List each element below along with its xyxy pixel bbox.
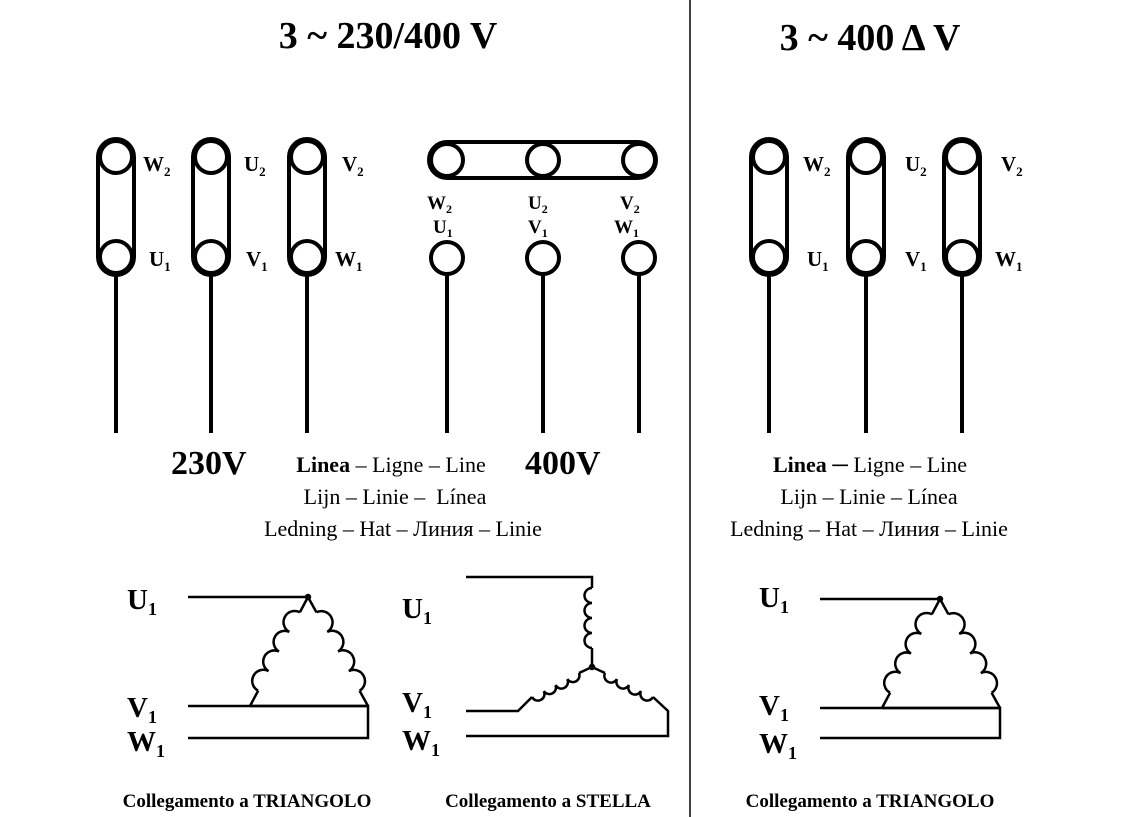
- terminal-u1-400: [429, 240, 465, 276]
- delta-u1-label: U1: [127, 584, 157, 619]
- junction-dot: [304, 593, 312, 601]
- terminal-u2-400: [525, 142, 561, 178]
- delta-lead: [358, 690, 370, 707]
- delta-schematic-labels-right: U1 V1 W1: [759, 582, 797, 763]
- wire-v1-w1: [188, 704, 370, 740]
- delta-schematic-labels-left: U1 V1 W1: [127, 584, 165, 761]
- label-u2-star: U2: [528, 193, 548, 216]
- terminal-v1-400: [525, 240, 561, 276]
- winding-coil-left: [883, 611, 933, 694]
- caption-star: Collegamento a STELLA: [445, 791, 651, 812]
- winding-coil-v: [530, 672, 581, 702]
- line-label-row2-right: Lijn – Linie – Línea: [780, 484, 957, 509]
- label-v1: V1: [246, 247, 268, 274]
- voltage-400v: 400V: [525, 445, 601, 482]
- wire-w1: [466, 696, 670, 738]
- right-panel-title: 3 ~ 400 Δ V: [780, 17, 961, 59]
- label-w1-star: W1: [614, 217, 639, 240]
- line-label-row1-left: Linea – Ligne – Line: [296, 452, 485, 477]
- line-label-row1-right: Linea ─ Ligne – Line: [773, 452, 967, 477]
- terminal-u2-230: [193, 139, 229, 175]
- wire-v1-w1: [820, 706, 1002, 740]
- label-u2-r: U2: [905, 152, 927, 179]
- terminal-v2-230: [289, 139, 325, 175]
- label-v1-star: V1: [528, 217, 548, 240]
- label-w1: W1: [335, 247, 363, 274]
- terminal-block-400v: [427, 140, 658, 433]
- star-w1-label: W1: [402, 725, 440, 760]
- label-u2: U2: [244, 152, 266, 179]
- delta-schematic-left: [188, 593, 370, 740]
- terminal-v1-r: [848, 239, 884, 275]
- delta-schematic-right: [820, 595, 1002, 740]
- delta-lead: [990, 692, 1002, 709]
- terminal-w1-400: [621, 240, 657, 276]
- terminal-u2-r: [848, 139, 884, 175]
- terminal-labels-400v-delta: W2 U2 V2 U1 V1 W1: [803, 152, 1023, 274]
- delta-r-w1-label: W1: [759, 728, 797, 763]
- line-label-row3-left: Ledning – Hat – Линия – Linie: [264, 516, 542, 541]
- star-u1-label: U1: [402, 593, 432, 628]
- delta-v1-label: V1: [127, 692, 157, 727]
- wire-v1: [466, 696, 533, 713]
- winding-coil-u: [583, 586, 593, 650]
- delta-r-v1-label: V1: [759, 690, 789, 725]
- line-label-row3-right: Ledning – Hat – Линия – Linie: [730, 516, 1008, 541]
- delta-r-u1-label: U1: [759, 582, 789, 617]
- terminal-v2-400: [621, 142, 657, 178]
- terminal-u1-r: [751, 239, 787, 275]
- terminal-block-230v: [96, 137, 327, 433]
- terminal-block-400v-delta: [749, 137, 982, 433]
- terminal-w1-230: [289, 239, 325, 275]
- line-label-row2-left: Lijn – Linie – Línea: [304, 484, 487, 509]
- left-panel-title: 3 ~ 230/400 V: [279, 15, 498, 57]
- label-v2-r: V2: [1001, 152, 1023, 179]
- label-v2-star: V2: [620, 193, 640, 216]
- label-w1-r: W1: [995, 247, 1023, 274]
- terminal-u1-230: [98, 239, 134, 275]
- terminal-v1-230: [193, 239, 229, 275]
- label-v1-r: V1: [905, 247, 927, 274]
- label-w2-r: W2: [803, 152, 831, 179]
- label-v2: V2: [342, 152, 364, 179]
- terminal-w2-r: [751, 139, 787, 175]
- delta-lead: [248, 690, 260, 707]
- terminal-labels-400v: W2 U1 U2 V1 V2 W1: [427, 193, 640, 240]
- winding-coil-right: [315, 609, 367, 692]
- delta-w1-label: W1: [127, 726, 165, 761]
- delta-lead: [880, 692, 892, 709]
- wire-u1: [466, 575, 594, 588]
- label-u1-r: U1: [807, 247, 829, 274]
- label-w2-star: W2: [427, 193, 452, 216]
- terminal-w2-230: [98, 139, 134, 175]
- terminal-w2-400: [429, 142, 465, 178]
- star-schematic: [466, 575, 670, 738]
- voltage-230v: 230V: [171, 445, 247, 482]
- label-w2: W2: [143, 152, 171, 179]
- label-u1: U1: [149, 247, 171, 274]
- caption-triangle-left: Collegamento a TRIANGOLO: [123, 791, 372, 812]
- star-schematic-labels: U1 V1 W1: [402, 593, 440, 760]
- winding-coil-left: [251, 609, 301, 692]
- label-u1-star: U1: [433, 217, 453, 240]
- star-v1-label: V1: [402, 687, 432, 722]
- terminal-labels-230v: W2 U2 V2 U1 V1 W1: [143, 152, 364, 274]
- terminal-w1-r: [944, 239, 980, 275]
- winding-coil-right: [947, 611, 999, 694]
- star-point-dot: [588, 663, 596, 671]
- caption-triangle-right: Collegamento a TRIANGOLO: [746, 791, 995, 812]
- terminal-v2-r: [944, 139, 980, 175]
- junction-dot: [936, 595, 944, 603]
- winding-coil-w: [603, 672, 655, 702]
